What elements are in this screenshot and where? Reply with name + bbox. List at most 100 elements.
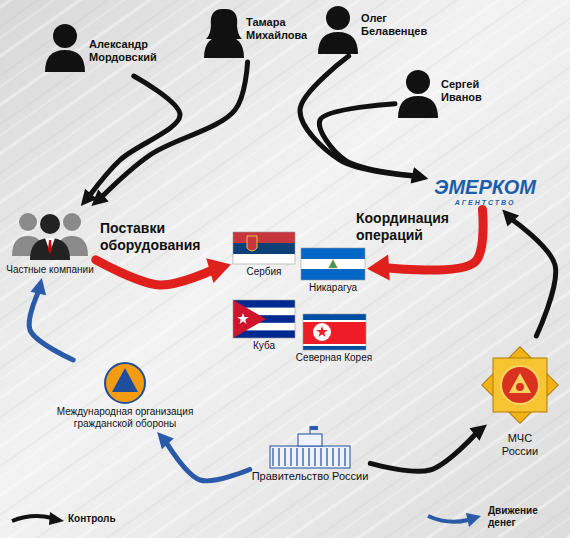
node-label: Александр Мордовский — [89, 38, 157, 64]
tie — [48, 240, 52, 254]
connector — [300, 56, 428, 183]
connector-line — [370, 433, 477, 472]
person-icon — [318, 6, 358, 54]
connector-line — [300, 56, 416, 176]
node-label: Правительство России — [252, 470, 369, 483]
flag-stripe — [301, 269, 365, 280]
person-head — [63, 213, 81, 231]
node-label: Северная Корея — [296, 352, 372, 364]
legend-text: Контроль — [68, 513, 116, 524]
flag-serbia — [233, 232, 295, 264]
person-node: Сергей Иванов — [395, 68, 484, 120]
country-flag: Куба — [231, 298, 297, 354]
node-label: Сербия — [233, 266, 295, 278]
legend-sample-control — [12, 512, 64, 525]
connector-line — [89, 76, 180, 196]
node-label: Частные компании — [6, 264, 93, 276]
company-group-icon — [12, 213, 88, 260]
arrowhead — [367, 254, 390, 280]
arrowhead — [30, 278, 46, 295]
legend-arrow-line — [428, 516, 468, 522]
connector-line — [319, 104, 415, 176]
person-icon — [398, 70, 438, 118]
person-body — [30, 238, 70, 260]
building-columns — [272, 448, 348, 466]
person-head — [406, 70, 430, 94]
person-node: Александр Мордовский — [45, 22, 159, 76]
connector-line — [29, 290, 73, 360]
arrowhead — [206, 258, 231, 283]
arrowhead — [91, 189, 108, 206]
node-sublabel: АГЕНТСТВО — [434, 199, 536, 207]
node-label: Никарагуа — [301, 282, 365, 294]
arrowhead — [157, 432, 174, 449]
person-head — [53, 24, 77, 48]
flag-stripe — [301, 259, 365, 269]
flag-triangle — [233, 300, 266, 338]
government-building — [270, 426, 350, 468]
node-label: МЧС России — [502, 432, 538, 458]
legend-entry: Контроль — [68, 513, 116, 525]
company-node: Частные компании — [4, 206, 95, 278]
flag-border — [301, 248, 365, 280]
building-tower — [298, 434, 322, 446]
flag-border — [233, 232, 295, 264]
person-icon — [45, 24, 85, 72]
connector — [81, 76, 180, 206]
connector-line — [96, 260, 214, 285]
flag-ground — [233, 300, 295, 338]
civil-defence-emblem — [105, 363, 145, 403]
emblem-disc — [105, 363, 145, 403]
flag-star — [237, 313, 248, 324]
person-node: Олег Белавенцев — [315, 4, 429, 56]
emblem-triangle — [112, 368, 138, 392]
node-label: Тамара Михайлова — [246, 16, 307, 42]
person-head — [213, 11, 235, 33]
node-label: Сергей Иванов — [441, 78, 482, 104]
emblem-star — [482, 347, 558, 423]
government-node: Правительство России — [250, 428, 371, 485]
flag-cuba — [233, 300, 295, 338]
person-head — [19, 213, 37, 231]
person-node: Тамара Михайлова — [200, 8, 309, 62]
connector-line — [166, 442, 250, 481]
connector-line — [511, 219, 556, 336]
node-label: Куба — [233, 340, 295, 352]
arrowhead — [411, 167, 428, 183]
flag-star — [316, 326, 327, 337]
legend-arrowhead — [466, 513, 481, 527]
ministry-node: МЧС России — [487, 336, 553, 460]
connector — [502, 209, 555, 336]
building-wing — [270, 446, 350, 468]
connector — [29, 278, 73, 360]
flag-stripe — [233, 232, 295, 243]
building-flag — [310, 426, 318, 430]
legend-arrow-line — [12, 516, 52, 521]
person-body — [204, 36, 244, 58]
node-label: ЭМЕРКОМ — [434, 175, 536, 199]
node-label: Международная организация гражданской об… — [50, 406, 200, 430]
flag-disc — [313, 323, 331, 341]
person-body — [398, 96, 438, 118]
flag-stripe — [303, 314, 366, 320]
flag-stripe — [303, 346, 366, 350]
legend-arrowhead — [49, 512, 64, 525]
flag-stripe — [303, 322, 366, 344]
node-label: Олег Белавенцев — [361, 12, 427, 38]
flag-stripe — [301, 248, 365, 259]
person-body — [318, 32, 358, 54]
flag-stripe — [233, 243, 295, 254]
person-body — [45, 50, 85, 72]
emblem-star — [493, 358, 547, 412]
legend-entry: Движение денег — [488, 505, 552, 529]
person-hair — [206, 9, 242, 39]
arrowhead — [502, 209, 519, 226]
flag-stripe — [233, 254, 295, 264]
connector — [319, 104, 428, 183]
flag-border — [303, 314, 366, 350]
flag-north-korea — [303, 314, 366, 350]
edge-label: Поставки оборудования — [100, 220, 212, 254]
emblem-disc — [501, 366, 539, 404]
emblem-center — [516, 383, 524, 391]
